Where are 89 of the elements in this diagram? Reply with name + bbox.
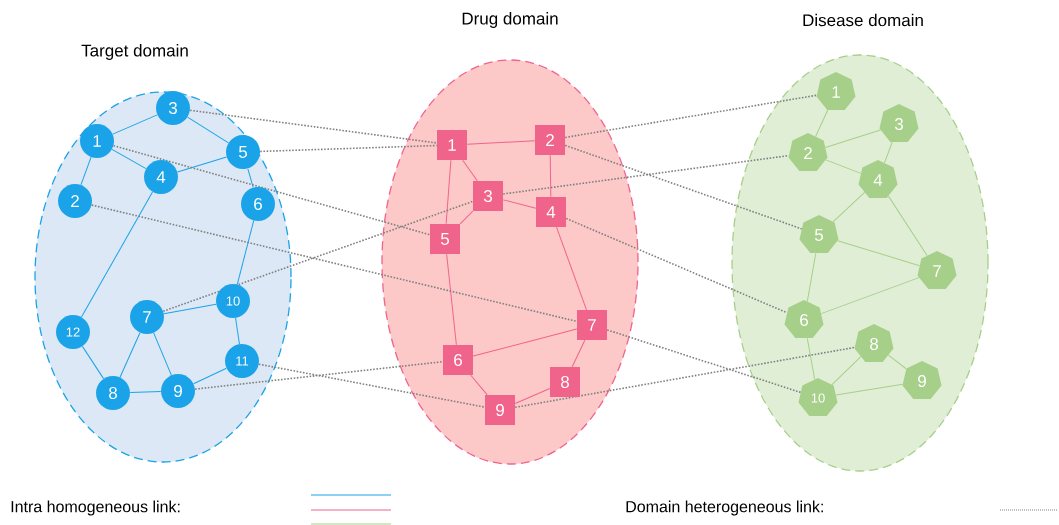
square-node: 3 [473, 181, 503, 211]
dotted-link [564, 144, 803, 230]
link-line [470, 374, 488, 396]
link-line [806, 252, 817, 302]
link-line [81, 191, 153, 318]
heptagon-node: 6 [784, 300, 824, 338]
circle-node: 12 [56, 315, 90, 349]
link-line [815, 109, 829, 137]
circle-node: 11 [225, 344, 259, 378]
square-node: 6 [443, 345, 473, 375]
link-line [887, 195, 928, 257]
dotted-link [189, 109, 438, 144]
dotted-link [514, 346, 856, 409]
link-line [514, 388, 551, 404]
node-label: Target domain [81, 44, 188, 60]
link-line [466, 140, 536, 145]
link-line [502, 199, 537, 209]
heptagon-node: 9 [902, 361, 942, 399]
link-line [446, 253, 457, 346]
heptagon-node: 3 [879, 104, 919, 142]
heptagon-node: 1 [816, 72, 856, 110]
square-node: 7 [577, 310, 607, 340]
dotted-link [90, 204, 578, 323]
heptagon-node: 5 [799, 215, 839, 253]
link-line [235, 317, 240, 345]
dotted-link [259, 144, 438, 153]
circle-node: 6 [241, 187, 275, 221]
link-line [462, 159, 478, 182]
circle-node: 2 [58, 184, 92, 218]
link-line [81, 345, 105, 380]
link-line [193, 367, 227, 385]
link-line [187, 116, 229, 144]
circle-node: 1 [80, 124, 114, 158]
node-label: Drug domain [462, 12, 558, 28]
link-line [153, 332, 172, 376]
link-line [832, 191, 866, 223]
circle-node: 7 [130, 300, 164, 334]
dotted-link [564, 94, 818, 139]
square-node: 5 [430, 224, 460, 254]
square-node: 4 [536, 197, 566, 227]
dotted-link [112, 144, 431, 236]
circle-node: 4 [144, 160, 178, 194]
link-line [837, 240, 921, 267]
link-line [119, 332, 141, 378]
link-line [80, 156, 92, 186]
dotted-link [162, 200, 474, 313]
dotted-link [606, 329, 802, 394]
legend-text: Intra homogeneous link: [11, 500, 180, 516]
heptagon-node: 4 [858, 160, 898, 198]
dotted-link [194, 360, 444, 390]
link-line [445, 159, 452, 225]
heptagon-node: 10 [798, 378, 838, 416]
link-line [112, 114, 158, 135]
dotted-link [502, 154, 790, 195]
link-line [236, 220, 255, 285]
link-line [247, 168, 254, 188]
heptagon-node: 7 [917, 251, 957, 289]
dotted-link [565, 217, 788, 314]
link-line [887, 354, 907, 370]
link-line [556, 226, 587, 311]
circle-node: 5 [226, 135, 260, 169]
link-line [176, 156, 228, 173]
link-line [831, 356, 862, 385]
link-line [472, 328, 578, 357]
link-line [459, 210, 474, 225]
link-line [111, 148, 147, 170]
dotted-link [258, 363, 486, 408]
square-node: 9 [485, 395, 515, 425]
link-line [163, 303, 217, 315]
legend-text: Domain heterogeneous link: [626, 500, 823, 516]
heptagon-node: 2 [788, 133, 828, 171]
link-line [820, 277, 920, 315]
link-line [129, 391, 162, 393]
square-node: 8 [550, 367, 580, 397]
node-label: Disease domain [803, 13, 923, 27]
heptagon-node: 8 [854, 324, 894, 362]
square-node: 1 [437, 130, 467, 160]
link-line [835, 383, 904, 396]
link-line [549, 154, 552, 198]
circle-node: 10 [216, 284, 250, 318]
link-line [825, 159, 862, 174]
square-node: 2 [535, 125, 565, 155]
link-line [824, 129, 881, 148]
circle-node: 9 [161, 374, 195, 408]
link-line [806, 337, 816, 380]
link-line [571, 339, 586, 368]
circle-node: 3 [156, 91, 190, 125]
link-line [883, 141, 893, 164]
circle-node: 8 [96, 376, 130, 410]
